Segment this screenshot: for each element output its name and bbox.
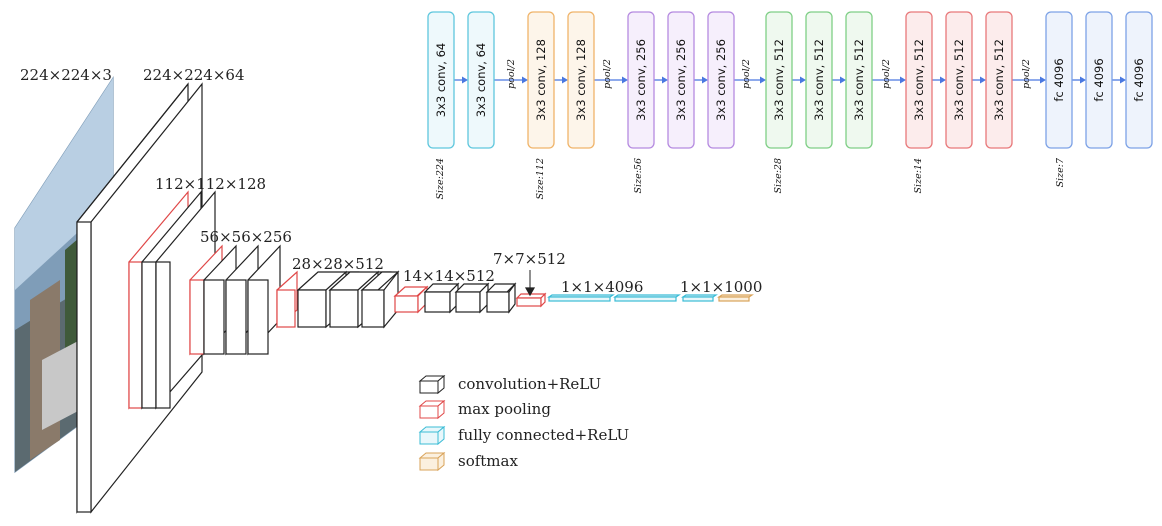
flow-block-5 bbox=[627, 11, 655, 149]
flow-arrow-head bbox=[840, 76, 846, 84]
dim-conv4: 28×28×512 bbox=[292, 255, 384, 273]
flow-arrow-head bbox=[1040, 76, 1046, 84]
flow-block-label: 3x3 conv, 128 bbox=[574, 39, 588, 121]
size-label: Size:112 bbox=[535, 158, 546, 200]
flow-arrow-head bbox=[462, 76, 468, 84]
flow-block-label: 3x3 conv, 512 bbox=[992, 39, 1006, 121]
vgg-block-flow: 3x3 conv, 64 3x3 conv, 64 3x3 conv, 128 3x3… bbox=[427, 11, 1153, 200]
legend-label-fc: fully connected+ReLU bbox=[458, 426, 629, 444]
conv2-block bbox=[128, 190, 216, 410]
flow-block-12 bbox=[945, 11, 973, 149]
legend-label-pool: max pooling bbox=[458, 400, 551, 418]
legend-item-fc: fully connected+ReLU bbox=[418, 425, 629, 446]
flow-block-15 bbox=[1085, 11, 1113, 149]
pool-label: pool/2 bbox=[741, 59, 752, 89]
flow-arrow-head bbox=[940, 76, 946, 84]
flow-block-11 bbox=[905, 11, 933, 149]
flow-arrow-head bbox=[622, 76, 628, 84]
flow-block-7 bbox=[707, 11, 735, 149]
size-label: Size:28 bbox=[773, 158, 784, 193]
flow-block-10 bbox=[845, 11, 873, 149]
flow-block-3 bbox=[527, 11, 555, 149]
conv5-block bbox=[393, 282, 517, 314]
pool5-pointer-arrow bbox=[524, 270, 536, 297]
flow-arrow-head bbox=[760, 76, 766, 84]
dim-conv1: 224×224×64 bbox=[143, 66, 244, 84]
flow-block-label: 3x3 conv, 256 bbox=[714, 39, 728, 121]
legend-item-softmax: softmax bbox=[418, 451, 518, 472]
pool5-block bbox=[515, 292, 547, 308]
pool-label: pool/2 bbox=[506, 59, 517, 89]
dim-conv5: 14×14×512 bbox=[403, 267, 495, 285]
flow-block-16 bbox=[1125, 11, 1153, 149]
dim-pool5: 7×7×512 bbox=[493, 250, 566, 268]
pool-label: pool/2 bbox=[602, 59, 613, 89]
size-label: Size:56 bbox=[633, 158, 644, 193]
flow-block-label: 3x3 conv, 64 bbox=[434, 43, 448, 118]
flow-arrow-head bbox=[562, 76, 568, 84]
flow-block-label: 3x3 conv, 512 bbox=[812, 39, 826, 121]
dimension-labels: 224×224×3 224×224×64 112×112×128 56×56×2… bbox=[20, 66, 762, 296]
dim-input: 224×224×3 bbox=[20, 66, 112, 84]
flow-arrow-head bbox=[702, 76, 708, 84]
flow-arrow-head bbox=[522, 76, 528, 84]
size-label: Size:224 bbox=[435, 158, 446, 200]
dim-conv2: 112×112×128 bbox=[155, 175, 266, 193]
flow-block-8 bbox=[765, 11, 793, 149]
softmax-block bbox=[717, 294, 754, 302]
conv4-block bbox=[276, 270, 400, 329]
flow-block-label: fc 4096 bbox=[1092, 58, 1106, 101]
legend-label-softmax: softmax bbox=[458, 452, 518, 470]
flow-block-4 bbox=[567, 11, 595, 149]
flow-arrow-head bbox=[900, 76, 906, 84]
dim-conv3: 56×56×256 bbox=[200, 228, 292, 246]
pool-label: pool/2 bbox=[881, 59, 892, 89]
size-label: Size:7 bbox=[1055, 157, 1066, 187]
flow-block-9 bbox=[805, 11, 833, 149]
dim-fc: 1×1×4096 bbox=[561, 278, 643, 296]
conv3-block bbox=[189, 244, 281, 356]
flow-block-label: 3x3 conv, 512 bbox=[912, 39, 926, 121]
size-label: Size:14 bbox=[913, 158, 924, 193]
flow-block-label: 3x3 conv, 512 bbox=[952, 39, 966, 121]
flow-block-2 bbox=[467, 11, 495, 149]
flow-block-1 bbox=[427, 11, 455, 149]
flow-arrow-head bbox=[980, 76, 986, 84]
flow-arrow-head bbox=[662, 76, 668, 84]
legend-label-conv: convolution+ReLU bbox=[458, 375, 601, 393]
flow-block-label: 3x3 conv, 256 bbox=[634, 39, 648, 121]
flow-block-13 bbox=[985, 11, 1013, 149]
flow-block-label: fc 4096 bbox=[1052, 58, 1066, 101]
flow-block-label: 3x3 conv, 512 bbox=[772, 39, 786, 121]
legend-item-pool: max pooling bbox=[418, 399, 551, 420]
flow-block-label: fc 4096 bbox=[1132, 58, 1146, 101]
flow-block-label: 3x3 conv, 256 bbox=[674, 39, 688, 121]
flow-arrow-head bbox=[1080, 76, 1086, 84]
fc-blocks bbox=[547, 294, 718, 302]
legend-item-conv: convolution+ReLU bbox=[418, 374, 601, 395]
pool-label: pool/2 bbox=[1021, 59, 1032, 89]
layer-stack bbox=[14, 75, 754, 514]
flow-block-label: 3x3 conv, 64 bbox=[474, 43, 488, 118]
flow-block-label: 3x3 conv, 512 bbox=[852, 39, 866, 121]
flow-block-14 bbox=[1045, 11, 1073, 149]
flow-arrow-head bbox=[1120, 76, 1126, 84]
dim-output: 1×1×1000 bbox=[680, 278, 762, 296]
flow-block-6 bbox=[667, 11, 695, 149]
flow-block-label: 3x3 conv, 128 bbox=[534, 39, 548, 121]
legend: convolution+ReLU max pooling fully conne… bbox=[418, 374, 629, 472]
flow-arrow-head bbox=[800, 76, 806, 84]
